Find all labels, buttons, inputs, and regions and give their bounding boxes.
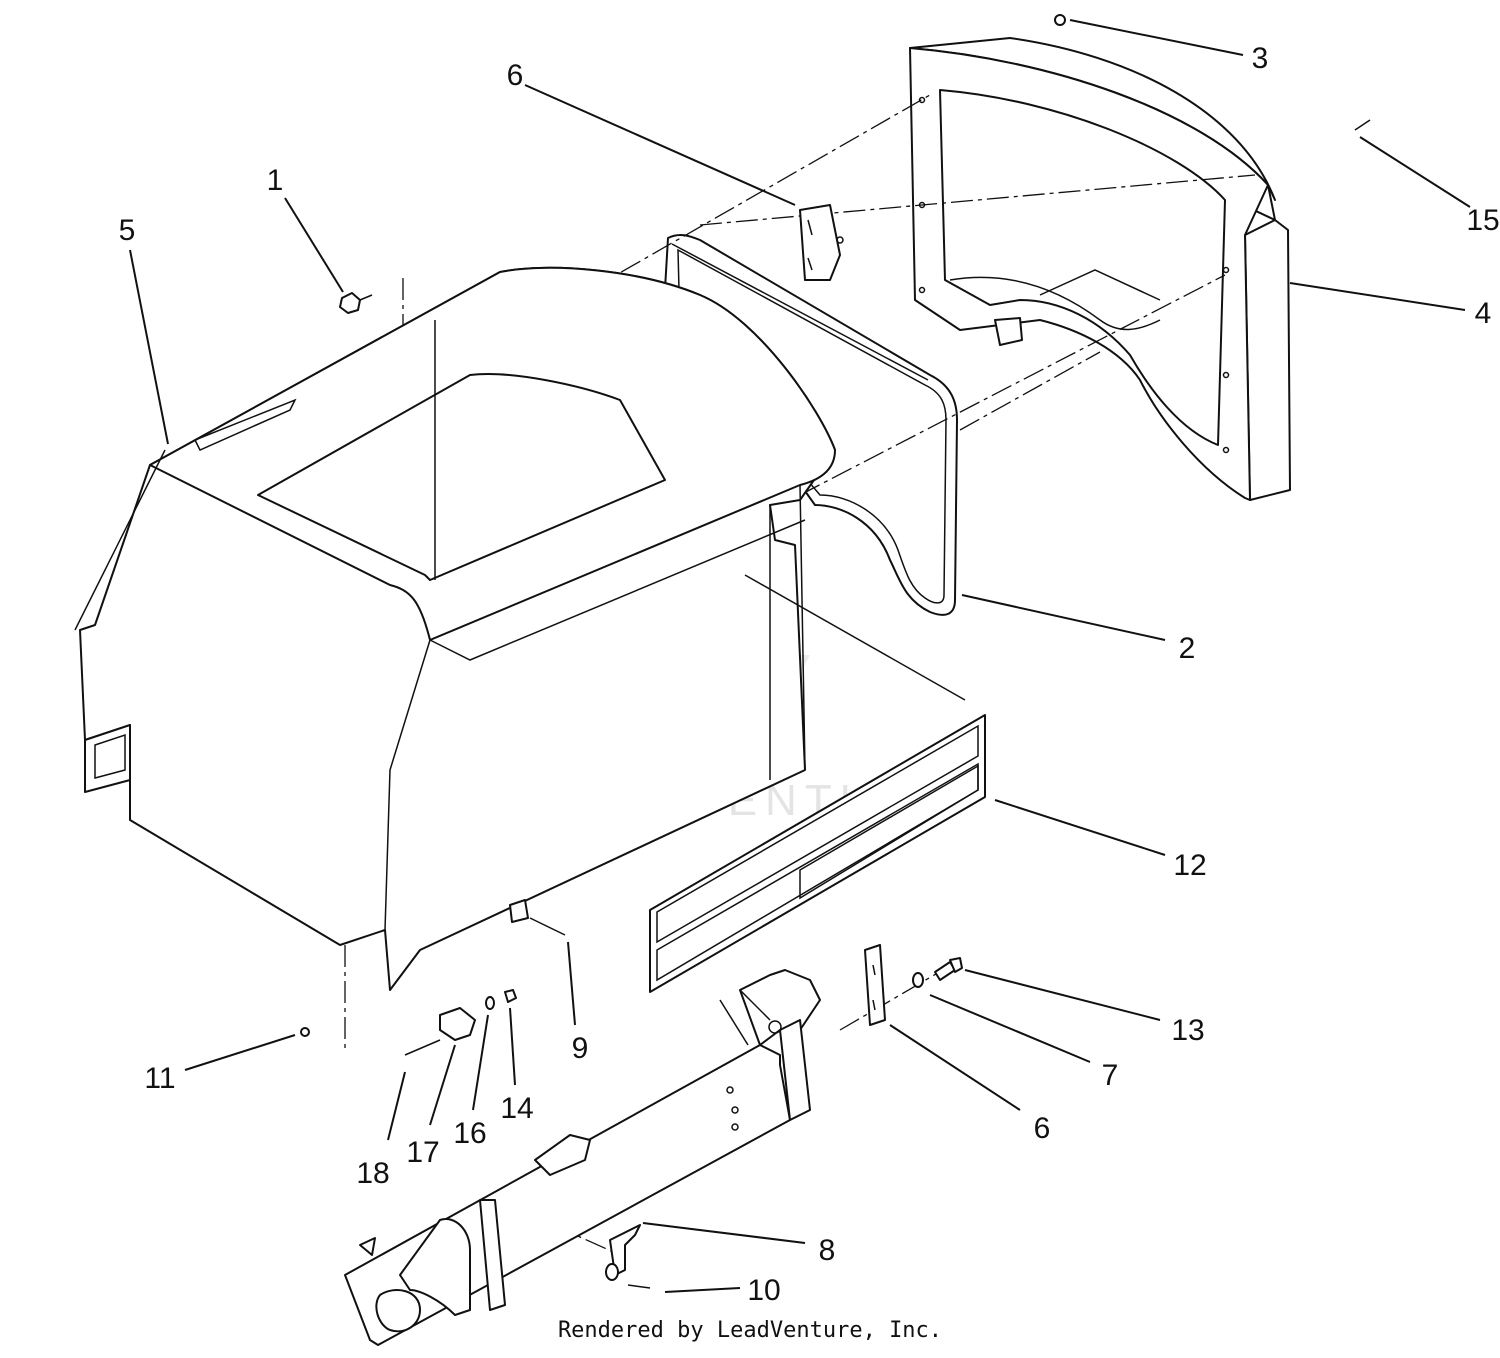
part-9-screw [529,917,566,936]
callout-5: 5 [119,214,136,247]
callout-8: 8 [819,1234,836,1267]
part-10-screw [627,1284,651,1289]
leader-lines [129,19,1471,1293]
callout-10: 10 [747,1274,780,1307]
callout-6-top: 6 [507,59,524,92]
part-12-decal [649,714,986,993]
part-6-bracket-top [799,204,844,281]
part-18-bolt [404,1039,441,1056]
part-7-washer [912,972,924,988]
callout-2: 2 [1179,632,1196,665]
part-1-bolt [339,292,373,314]
callout-13: 13 [1171,1014,1204,1047]
callout-9: 9 [572,1032,589,1065]
chassis-frame [344,969,821,1346]
part-11-nut [300,1027,310,1037]
callout-15: 15 [1466,204,1499,237]
footer-credit: Rendered by LeadVenture, Inc. [557,1318,943,1343]
callout-14: 14 [500,1092,533,1125]
callout-1: 1 [267,164,284,197]
part-4-rear-panel [909,37,1291,501]
callout-18: 18 [356,1157,389,1190]
callout-7: 7 [1102,1059,1119,1092]
part-5-hood [74,266,966,991]
part-14-nut [504,989,517,1003]
callout-16: 16 [453,1117,486,1150]
callout-11: 11 [144,1062,175,1095]
callout-labels: 1 2 3 4 5 6 6 7 8 9 10 11 12 13 14 15 16… [119,42,1500,1307]
callout-3: 3 [1252,42,1269,75]
callout-6-bottom: 6 [1034,1112,1051,1145]
callout-17: 17 [406,1136,439,1169]
callout-4: 4 [1475,297,1492,330]
part-8-latch [605,1224,641,1281]
part-6-bracket-bottom [864,944,886,1026]
part-16-washer [485,996,495,1010]
part-13-bolt [934,957,963,981]
callout-12: 12 [1173,849,1206,882]
part-3-nut [1054,14,1066,26]
part-17-bracket [439,1007,476,1041]
part-15-pin [1354,119,1371,131]
